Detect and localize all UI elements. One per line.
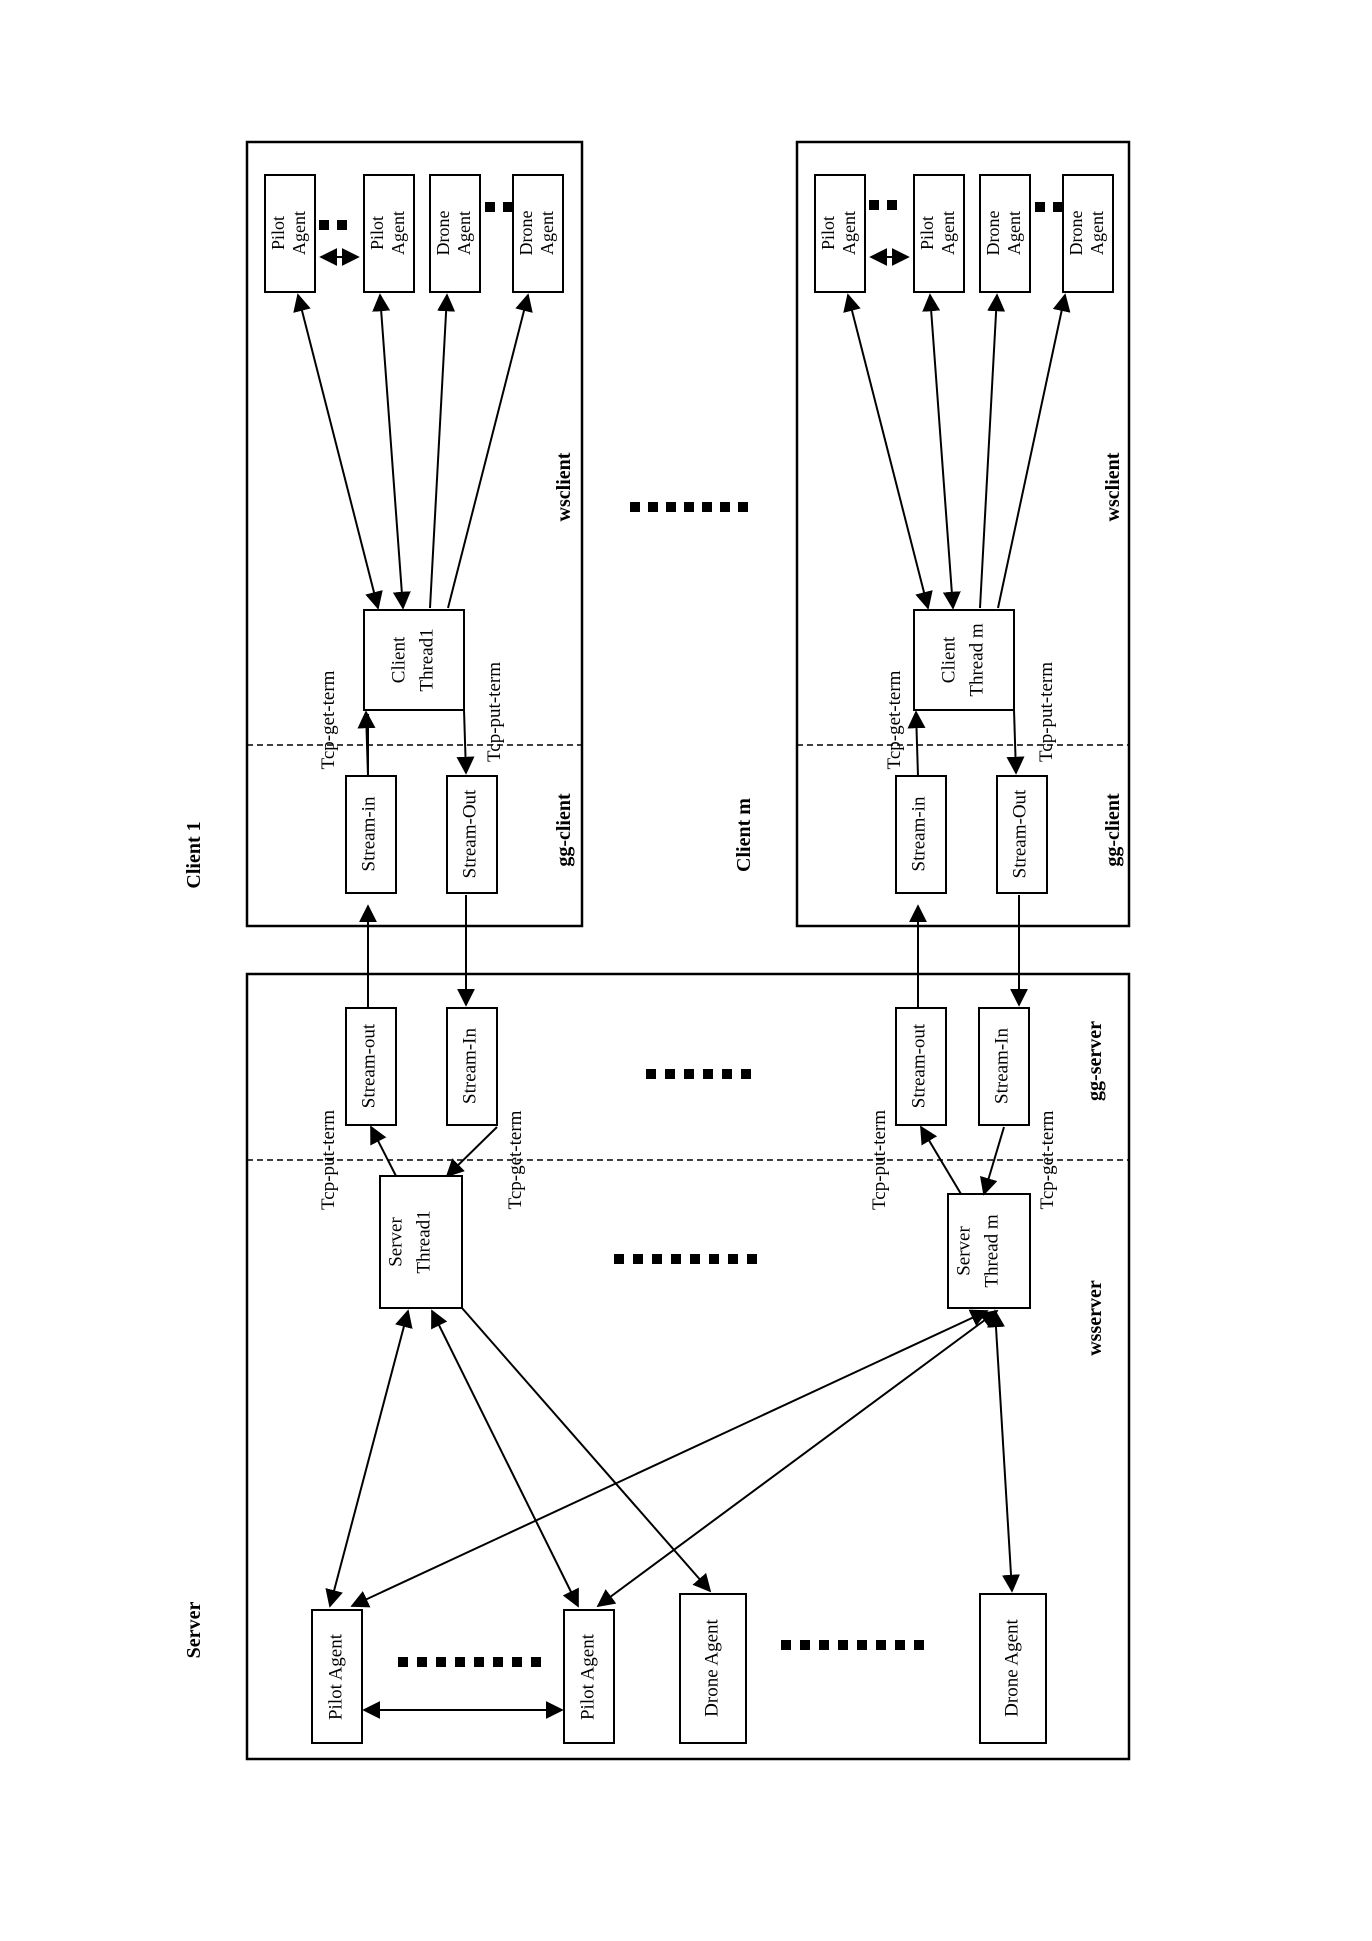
svg-text:Pilot Agent: Pilot Agent: [325, 1633, 346, 1720]
server-pilot-agent-2: Pilot Agent: [563, 1609, 615, 1744]
clientm-ellipsis-pilots: [869, 200, 897, 210]
svg-text:Pilot: Pilot: [268, 216, 288, 250]
svg-text:Thread1: Thread1: [413, 1210, 434, 1273]
svg-text:Stream-in: Stream-in: [908, 796, 929, 871]
clientm-title: Client m: [733, 798, 755, 872]
client1-ellipsis-drones: [485, 202, 513, 212]
clientm-tcp-get: Tcp-get-term: [884, 670, 905, 769]
server-drone-agent-2: Drone Agent: [979, 1593, 1047, 1744]
svg-text:Agent: Agent: [1004, 211, 1024, 255]
server-arrows: [325, 1125, 1021, 1719]
client1-pilot-agent-2: Pilot Agent: [363, 174, 415, 293]
clientm-ellipsis-drones: [1035, 202, 1063, 212]
client1-wsclient-label: wsclient: [553, 452, 575, 521]
server-tcp-put-1: Tcp-put-term: [318, 1110, 339, 1210]
svg-text:Stream-In: Stream-In: [991, 1028, 1012, 1104]
client1-stream-out: Stream-Out: [446, 775, 498, 894]
server-stream-out-1: Stream-out: [345, 1007, 397, 1126]
server-ellipsis-drones: [781, 1640, 924, 1650]
server-thread-m: Server Thread m: [947, 1193, 1031, 1309]
svg-text:Agent: Agent: [537, 211, 557, 255]
svg-text:Stream-In: Stream-In: [459, 1028, 480, 1104]
clientm-wsclient-label: wsclient: [1102, 452, 1124, 521]
svg-text:Stream-Out: Stream-Out: [1009, 789, 1030, 878]
server-stream-in-1: Stream-In: [446, 1007, 498, 1126]
client1-frame: [245, 140, 584, 928]
client1-ellipsis-pilots: [319, 220, 347, 230]
client1-tcp-put: Tcp-put-term: [484, 662, 505, 762]
clientm-tcp-put: Tcp-put-term: [1036, 662, 1057, 762]
clientm-thread: Client Thread m: [913, 609, 1015, 711]
client1-pilot-agent-1: Pilot Agent: [264, 174, 316, 293]
network-links: [359, 895, 1028, 1008]
svg-text:Drone: Drone: [983, 210, 1003, 255]
clientm-stream-in: Stream-in: [895, 775, 947, 894]
server-tcp-put-m: Tcp-put-term: [869, 1110, 890, 1210]
svg-text:Agent: Agent: [1087, 211, 1107, 255]
server-ellipsis-threads: [614, 1254, 757, 1264]
svg-text:Drone Agent: Drone Agent: [701, 1618, 722, 1716]
svg-text:Stream-Out: Stream-Out: [459, 789, 480, 878]
server-title: Server: [183, 1602, 205, 1659]
clientm-arrows: [843, 248, 1071, 777]
server-tcp-get-1: Tcp-get-term: [505, 1110, 526, 1209]
svg-text:Drone: Drone: [516, 210, 536, 255]
clientm-pilot-agent-1: Pilot Agent: [814, 174, 866, 293]
server-stream-in-m: Stream-In: [978, 1007, 1030, 1126]
svg-text:Thread m: Thread m: [966, 623, 987, 697]
server-ellipsis-streams: [646, 1069, 751, 1079]
svg-text:Client: Client: [388, 636, 409, 683]
server-ellipsis-pilots: [398, 1657, 541, 1667]
clientm-drone-agent-2: Drone Agent: [1062, 174, 1114, 293]
client1-thread: Client Thread1: [363, 609, 465, 711]
clients-ellipsis: [630, 502, 748, 512]
server-tcp-get-m: Tcp-get-term: [1037, 1110, 1058, 1209]
clientm-pilot-agent-2: Pilot Agent: [913, 174, 965, 293]
clientm-stream-out: Stream-Out: [996, 775, 1048, 894]
svg-text:Pilot: Pilot: [367, 216, 387, 250]
svg-text:Pilot Agent: Pilot Agent: [577, 1633, 598, 1720]
gg-server-label: gg-server: [1084, 1021, 1106, 1101]
client1-gg-client-label: gg-client: [553, 793, 575, 867]
svg-text:Agent: Agent: [289, 211, 309, 255]
svg-text:Agent: Agent: [938, 211, 958, 255]
clientm-drone-agent-1: Drone Agent: [979, 174, 1031, 293]
server-frame: [245, 972, 1131, 1761]
svg-text:Drone: Drone: [1066, 210, 1086, 255]
svg-text:Drone: Drone: [433, 210, 453, 255]
client1-title: Client 1: [183, 821, 205, 888]
svg-text:Client: Client: [938, 636, 959, 683]
client1-stream-in: Stream-in: [345, 775, 397, 894]
svg-text:Stream-out: Stream-out: [358, 1023, 379, 1108]
client1-drone-agent-2: Drone Agent: [512, 174, 564, 293]
svg-text:Agent: Agent: [388, 211, 408, 255]
server-thread-1: Server Thread1: [379, 1175, 463, 1309]
svg-text:Agent: Agent: [454, 211, 474, 255]
svg-text:Pilot: Pilot: [917, 216, 937, 250]
svg-text:Server: Server: [385, 1217, 406, 1267]
server-drone-agent-1: Drone Agent: [679, 1593, 747, 1744]
svg-text:Drone Agent: Drone Agent: [1001, 1618, 1022, 1716]
server-stream-out-m: Stream-out: [895, 1007, 947, 1126]
client1-tcp-get: Tcp-get-term: [318, 670, 339, 769]
svg-text:Thread1: Thread1: [416, 628, 437, 691]
svg-text:Stream-out: Stream-out: [908, 1023, 929, 1108]
clientm-gg-client-label: gg-client: [1102, 793, 1124, 867]
svg-text:Stream-in: Stream-in: [358, 796, 379, 871]
svg-text:Agent: Agent: [839, 211, 859, 255]
svg-text:Server: Server: [953, 1226, 974, 1276]
svg-text:Thread m: Thread m: [981, 1214, 1002, 1288]
wsserver-label: wsserver: [1084, 1280, 1106, 1356]
client1-arrows: [293, 248, 533, 777]
client1-drone-agent-1: Drone Agent: [429, 174, 481, 293]
clientm-frame: [795, 140, 1131, 928]
server-pilot-agent-1: Pilot Agent: [311, 1609, 363, 1744]
svg-text:Pilot: Pilot: [818, 216, 838, 250]
